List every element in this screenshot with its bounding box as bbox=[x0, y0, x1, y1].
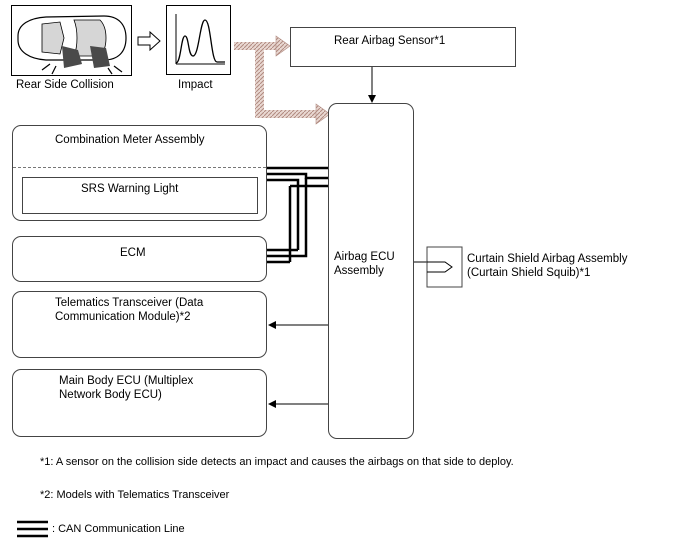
impact-graph bbox=[166, 5, 231, 75]
ecm-box: ECM bbox=[12, 236, 267, 282]
srs-warning-light-label: SRS Warning Light bbox=[81, 183, 179, 195]
squib-box bbox=[426, 246, 463, 288]
combination-meter-box: Combination Meter Assembly SRS Warning L… bbox=[12, 125, 267, 221]
rear-airbag-sensor-label: Rear Airbag Sensor*1 bbox=[334, 35, 446, 47]
rear-airbag-sensor-box: Rear Airbag Sensor*1 bbox=[290, 27, 516, 67]
collision-image bbox=[11, 5, 132, 76]
telematics-label: Telematics Transceiver (Data Communicati… bbox=[55, 297, 204, 323]
legend-can-label: : CAN Communication Line bbox=[52, 523, 185, 535]
curtain-shield-label: Curtain Shield Airbag Assembly (Curtain … bbox=[467, 253, 628, 279]
combination-meter-label: Combination Meter Assembly bbox=[55, 134, 205, 146]
note-1: *1: A sensor on the collision side detec… bbox=[40, 456, 514, 468]
airbag-ecu-label: Airbag ECU Assembly bbox=[334, 251, 395, 277]
collision-label: Rear Side Collision bbox=[16, 79, 114, 91]
telematics-box: Telematics Transceiver (Data Communicati… bbox=[12, 291, 267, 358]
squib-symbol bbox=[427, 261, 453, 273]
impact-arrow-to-sensor bbox=[234, 35, 291, 57]
ecm-label: ECM bbox=[120, 247, 146, 259]
meter-divider bbox=[13, 167, 266, 168]
ecu-to-mainbody-arrowhead bbox=[268, 400, 276, 408]
collision-to-impact-arrow bbox=[137, 30, 161, 52]
car-top-view-icon bbox=[17, 15, 127, 75]
note-2: *2: Models with Telematics Transceiver bbox=[40, 489, 230, 501]
impact-waveform-icon bbox=[175, 14, 225, 65]
main-body-ecu-box: Main Body ECU (Multiplex Network Body EC… bbox=[12, 369, 267, 437]
sensor-to-ecu-arrowhead bbox=[368, 95, 376, 103]
legend-can-symbol bbox=[17, 520, 48, 538]
main-body-ecu-label: Main Body ECU (Multiplex Network Body EC… bbox=[59, 375, 194, 401]
impact-arrow-to-ecu bbox=[255, 50, 331, 125]
impact-label: Impact bbox=[178, 79, 213, 91]
can-line-meter bbox=[267, 166, 328, 250]
srs-warning-light-box: SRS Warning Light bbox=[22, 177, 258, 214]
can-line-ecm bbox=[267, 178, 328, 264]
ecu-to-telematics-arrowhead bbox=[268, 321, 276, 329]
airbag-ecu-box: Airbag ECU Assembly bbox=[328, 103, 414, 439]
